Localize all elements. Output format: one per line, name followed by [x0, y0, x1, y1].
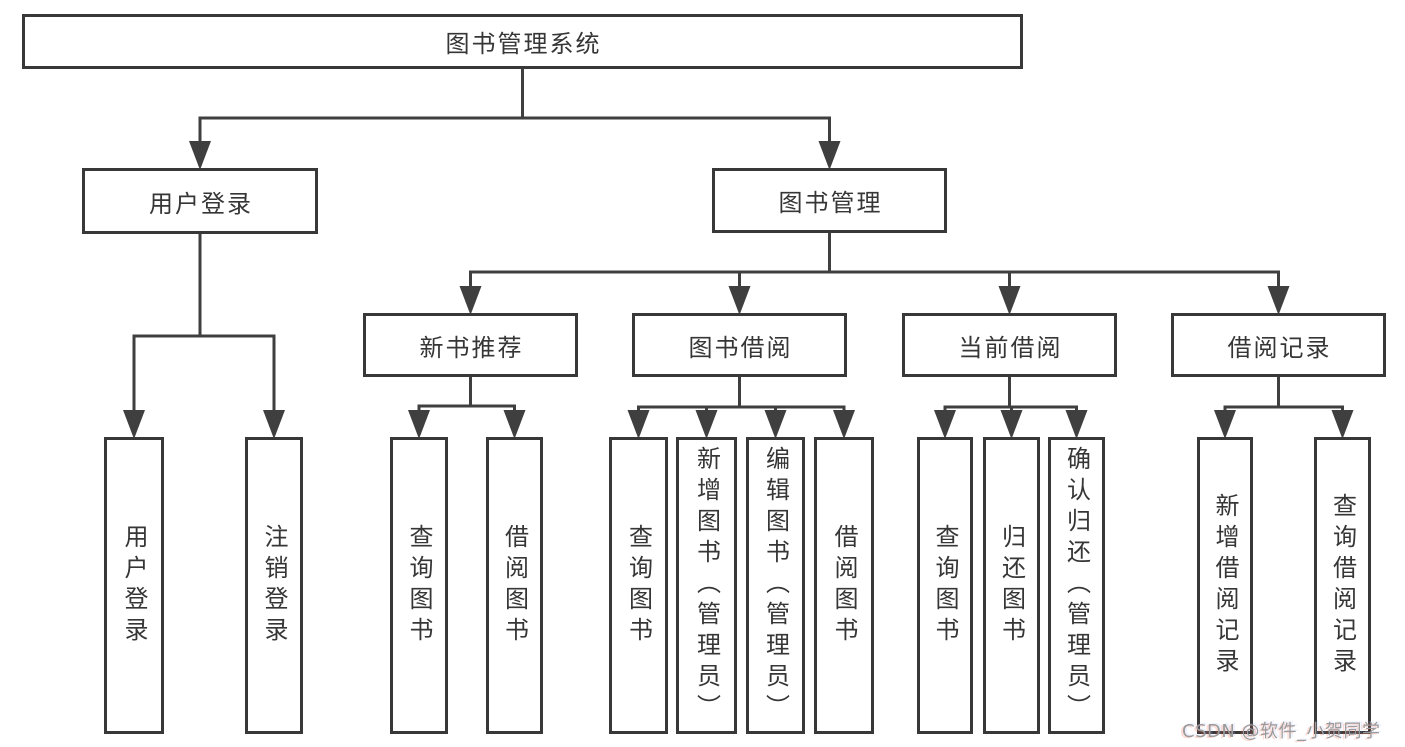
node-add-borrow-record: 新增借阅记录 [1197, 437, 1253, 734]
node-label: 当前借阅 [958, 333, 1063, 362]
node-book-mgmt: 图书管理 [712, 168, 947, 233]
node-edit-book-admin: 编辑图书（管理员） [746, 437, 805, 734]
node-label: 借阅图书 [830, 523, 858, 648]
node-label: 图书管理 [778, 189, 883, 217]
node-label: 用户登录 [149, 189, 253, 218]
node-label: 注销登录 [260, 523, 288, 648]
node-add-book-admin: 新增图书（管理员） [676, 437, 737, 734]
node-label: 图书借阅 [688, 333, 793, 362]
node-label: 归还图书 [997, 523, 1026, 648]
node-query-book-1: 查询图书 [390, 437, 448, 734]
node-label: 新增借阅记录 [1211, 492, 1239, 679]
node-borrow-book-1: 借阅图书 [486, 437, 543, 734]
node-user-login: 用户登录 [82, 168, 318, 234]
node-label: 借阅图书 [500, 523, 529, 648]
node-label: 查询图书 [405, 523, 433, 648]
node-query-book-2: 查询图书 [609, 437, 668, 734]
node-user-login-leaf: 用户登录 [104, 437, 164, 734]
node-label: 查询图书 [624, 523, 653, 648]
node-new-book-rec: 新书推荐 [363, 313, 578, 377]
node-label: 用户登录 [120, 523, 148, 648]
node-label: 图书管理系统 [445, 30, 602, 58]
node-label: 查询图书 [931, 523, 959, 648]
watermark: CSDN @软件_小贺同学 [1182, 721, 1381, 742]
node-label: 新增图书（管理员） [692, 446, 721, 725]
node-query-borrow-record: 查询借阅记录 [1314, 437, 1371, 734]
node-query-book-3: 查询图书 [917, 437, 973, 734]
node-borrow-records: 借阅记录 [1171, 313, 1386, 377]
node-return-book: 归还图书 [983, 437, 1040, 734]
node-current-borrow: 当前借阅 [902, 313, 1117, 377]
node-label: 确认归还（管理员） [1062, 446, 1091, 725]
node-label: 查询借阅记录 [1328, 492, 1357, 679]
node-logout: 注销登录 [245, 437, 303, 734]
node-root: 图书管理系统 [22, 14, 1023, 69]
node-borrow-book-2: 借阅图书 [814, 437, 874, 734]
node-book-borrow: 图书借阅 [632, 313, 847, 377]
node-label: 编辑图书（管理员） [761, 446, 790, 725]
node-label: 新书推荐 [419, 333, 524, 362]
node-confirm-return-admin: 确认归还（管理员） [1048, 437, 1105, 734]
node-label: 借阅记录 [1227, 333, 1332, 362]
